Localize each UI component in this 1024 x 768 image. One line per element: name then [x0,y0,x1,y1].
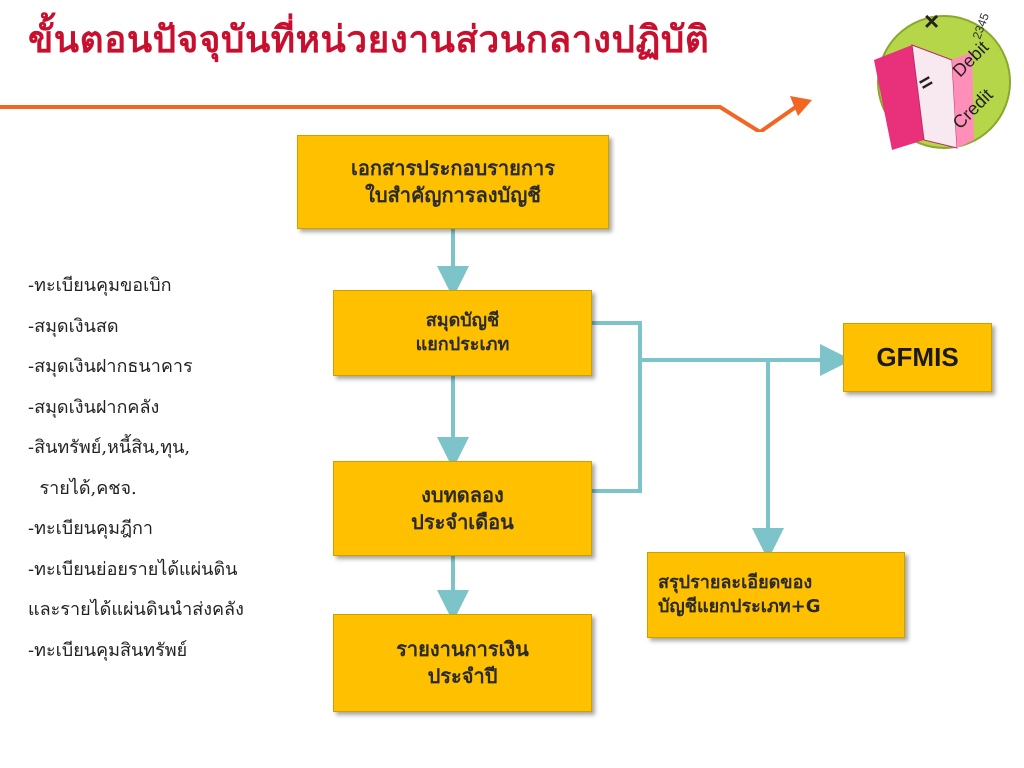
ledger-summary-box: สรุปรายละเอียดของ บัญชีแยกประเภท+G [647,552,905,638]
trial-balance-label: งบทดลอง ประจำเดือน [411,482,514,534]
title-underline [0,96,812,132]
list-item: -ทะเบียนคุมขอเบิก [28,275,172,296]
list-item: -สมุดเงินฝากคลัง [28,396,160,418]
ledger-summary-label: สรุปรายละเอียดของ บัญชีแยกประเภท+G [658,571,821,617]
list-item: และรายได้แผ่นดินนำส่งคลัง [28,599,244,620]
gfmis-label: GFMIS [876,341,959,372]
supporting-documents-label: เอกสารประกอบรายการ ใบสำคัญการลงบัญชี [351,156,555,207]
accounting-book-icon: × 2345 Debit = Credit [874,6,1011,150]
supporting-documents-box: เอกสารประกอบรายการ ใบสำคัญการลงบัญชี [297,135,609,229]
list-item: -สมุดเงินฝากธนาคาร [28,356,193,377]
page-title: ขั้นตอนปัจจุบันที่หน่วยงานส่วนกลางปฏิบัต… [28,17,710,61]
list-item: -สินทรัพย์,หนี้สิน,ทุน, [28,437,191,458]
annual-report-label: รายงานการเงิน ประจำปี [396,637,529,688]
general-ledger-label: สมุดบัญชี แยกประเภท [415,309,510,355]
list-item: -ทะเบียนคุมฎีกา [28,518,154,539]
annual-report-box: รายงานการเงิน ประจำปี [333,614,592,712]
trial-balance-box: งบทดลอง ประจำเดือน [333,461,592,556]
list-item: -ทะเบียนย่อยรายได้แผ่นดิน [28,558,238,580]
list-item: -ทะเบียนคุมสินทรัพย์ [28,639,188,661]
gfmis-box: GFMIS [843,323,992,392]
list-item: -สมุดเงินสด [28,315,119,337]
logo-times: × [924,6,939,36]
general-ledger-box: สมุดบัญชี แยกประเภท [333,290,592,376]
list-item: รายได้,คชจ. [28,477,137,499]
register-list: -ทะเบียนคุมขอเบิก -สมุดเงินสด -สมุดเงินฝ… [28,266,244,671]
